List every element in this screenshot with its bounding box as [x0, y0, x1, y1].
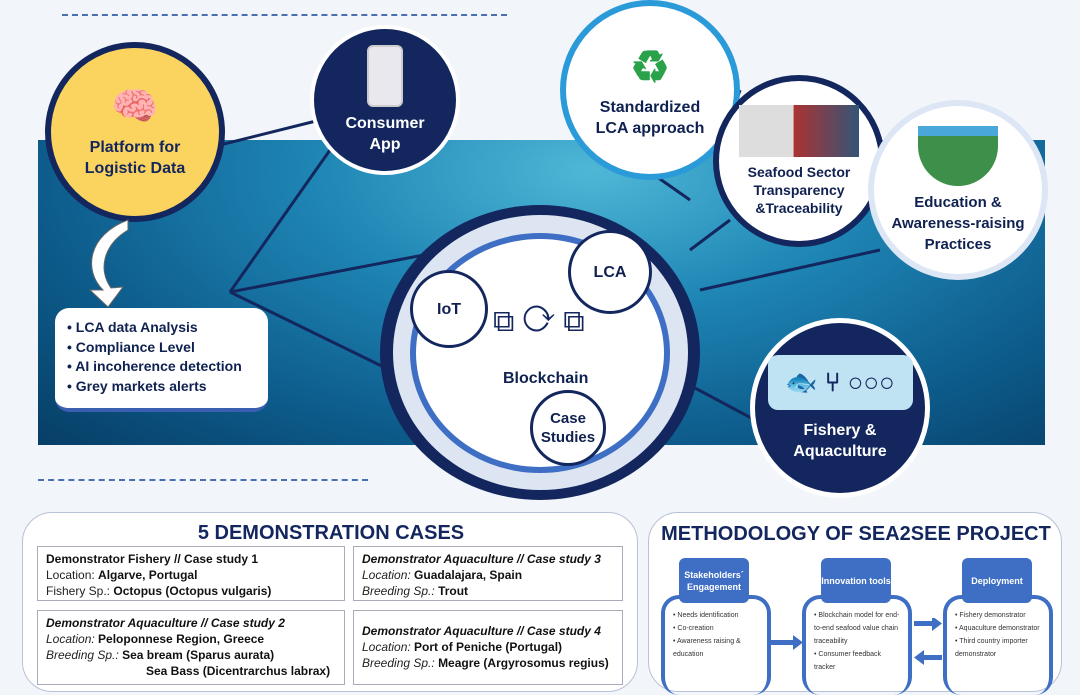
- label-shop-icon: [739, 105, 859, 157]
- method-item: Awareness raising & education: [673, 635, 761, 661]
- method-item: Blockchain model for end-to-end seafood …: [814, 609, 902, 648]
- method-title: METHODOLOGY OF SEA2SEE PROJECT: [661, 523, 1051, 545]
- case-species: Meagre (Argyrosomus regius): [438, 656, 609, 670]
- case-sp-label: Fishery Sp.:: [46, 584, 114, 598]
- demonstration-panel: 5 DEMONSTRATION CASES Demonstrator Fishe…: [22, 512, 638, 692]
- method-item: Consumer feedback tracker: [814, 648, 902, 674]
- case-sp-label: Breeding Sp.:: [46, 648, 123, 662]
- case-location: Guadalajara, Spain: [414, 568, 523, 582]
- case-location: Port of Peniche (Portugal): [414, 640, 563, 654]
- method-column: Needs identification Co-creation Awarene…: [661, 595, 771, 695]
- divider: [38, 479, 368, 481]
- case-location: Algarve, Portugal: [98, 568, 198, 582]
- case-card: Demonstrator Fishery // Case study 1 Loc…: [37, 546, 345, 601]
- case-title: Demonstrator Aquaculture // Case study 4: [362, 624, 601, 638]
- flow-arrows-icon: [771, 618, 942, 665]
- divider: [62, 14, 507, 16]
- lca-node: ♻ Standardized LCA approach: [560, 0, 740, 180]
- education-node: Education & Awareness-raising Practices: [868, 100, 1048, 280]
- case-title: Demonstrator Aquaculture // Case study 2: [46, 616, 285, 630]
- methodology-panel: METHODOLOGY OF SEA2SEE PROJECT Needs ide…: [648, 512, 1062, 695]
- platform-features: LCA data Analysis Compliance Level AI in…: [55, 308, 268, 412]
- case-species: Sea Bass (Dicentrarchus labrax): [146, 664, 331, 678]
- phone-icon: [367, 45, 403, 107]
- platform-node: 🧠 Platform for Logistic Data: [45, 42, 225, 222]
- recycle-globe-icon: ♻: [630, 42, 670, 92]
- case-studies-label: Case Studies: [540, 410, 596, 446]
- education-label: Education & Awareness-raising Practices: [891, 193, 1025, 253]
- method-column: Fishery demonstrator Aquaculture demonst…: [943, 595, 1053, 695]
- hub-case-studies: Case Studies: [530, 390, 606, 466]
- case-loc-label: Location:: [46, 632, 99, 646]
- case-title: Demonstrator Fishery // Case study 1: [46, 552, 259, 566]
- method-item: Fishery demonstrator: [955, 609, 1043, 622]
- seafood-node: Seafood Sector Transparency &Traceabilit…: [713, 75, 885, 247]
- case-loc-label: Location:: [362, 640, 415, 654]
- earth-water-icon: [918, 125, 998, 186]
- fish-icon: 🐟 ⑂ ○○○: [767, 354, 913, 410]
- method-item: Needs identification: [673, 609, 761, 622]
- lca-label: Standardized LCA approach: [595, 98, 705, 137]
- fishery-node: 🐟 ⑂ ○○○ Fishery & Aquaculture: [750, 318, 930, 498]
- case-species: Trout: [438, 584, 469, 598]
- case-species: Sea bream (Sparus aurata): [122, 648, 275, 662]
- blockchain-cycle-icon: ⧉ ⟳ ⧉: [493, 305, 585, 338]
- method-head: Stakeholders´ Engagement: [679, 558, 749, 603]
- blockchain-label: Blockchain: [503, 370, 589, 387]
- method-head: Innovation tools: [821, 558, 891, 603]
- case-loc-label: Location:: [362, 568, 415, 582]
- case-title: Demonstrator Aquaculture // Case study 3: [362, 552, 601, 566]
- seafood-label: Seafood Sector Transparency &Traceabilit…: [747, 164, 851, 216]
- case-card: Demonstrator Aquaculture // Case study 4…: [353, 610, 623, 685]
- feature-item: Compliance Level: [67, 338, 258, 358]
- demo-title: 5 DEMONSTRATION CASES: [197, 522, 465, 544]
- case-sp-label: Breeding Sp.:: [362, 584, 439, 598]
- platform-label: Platform for Logistic Data: [84, 139, 186, 177]
- case-location: Peloponnese Region, Greece: [98, 632, 265, 646]
- hub-lca: LCA: [568, 230, 652, 314]
- case-loc-label: Location:: [46, 568, 99, 582]
- feature-item: LCA data Analysis: [67, 318, 258, 338]
- fishery-label: Fishery & Aquaculture: [793, 421, 887, 460]
- case-card: Demonstrator Aquaculture // Case study 3…: [353, 546, 623, 601]
- lca-hub-label: LCA: [593, 263, 627, 281]
- brain-user-icon: 🧠: [111, 86, 159, 128]
- hub-node: [380, 205, 700, 500]
- feature-item: AI incoherence detection: [67, 357, 258, 377]
- case-sp-label: Breeding Sp.:: [362, 656, 439, 670]
- arrow-icon: [88, 219, 129, 308]
- method-item: Aquaculture demonstrator: [955, 622, 1043, 635]
- method-item: Third country importer demonstrator: [955, 635, 1043, 661]
- method-head: Deployment: [962, 558, 1032, 603]
- iot-label: IoT: [437, 300, 461, 318]
- method-item: Co-creation: [673, 622, 761, 635]
- feature-item: Grey markets alerts: [67, 377, 258, 397]
- case-card: Demonstrator Aquaculture // Case study 2…: [37, 610, 345, 685]
- case-species: Octopus (Octopus vulgaris): [113, 584, 272, 598]
- consumer-app-node: Consumer App: [310, 25, 460, 175]
- hub-iot: IoT: [410, 270, 488, 348]
- consumer-app-label: Consumer App: [345, 115, 425, 153]
